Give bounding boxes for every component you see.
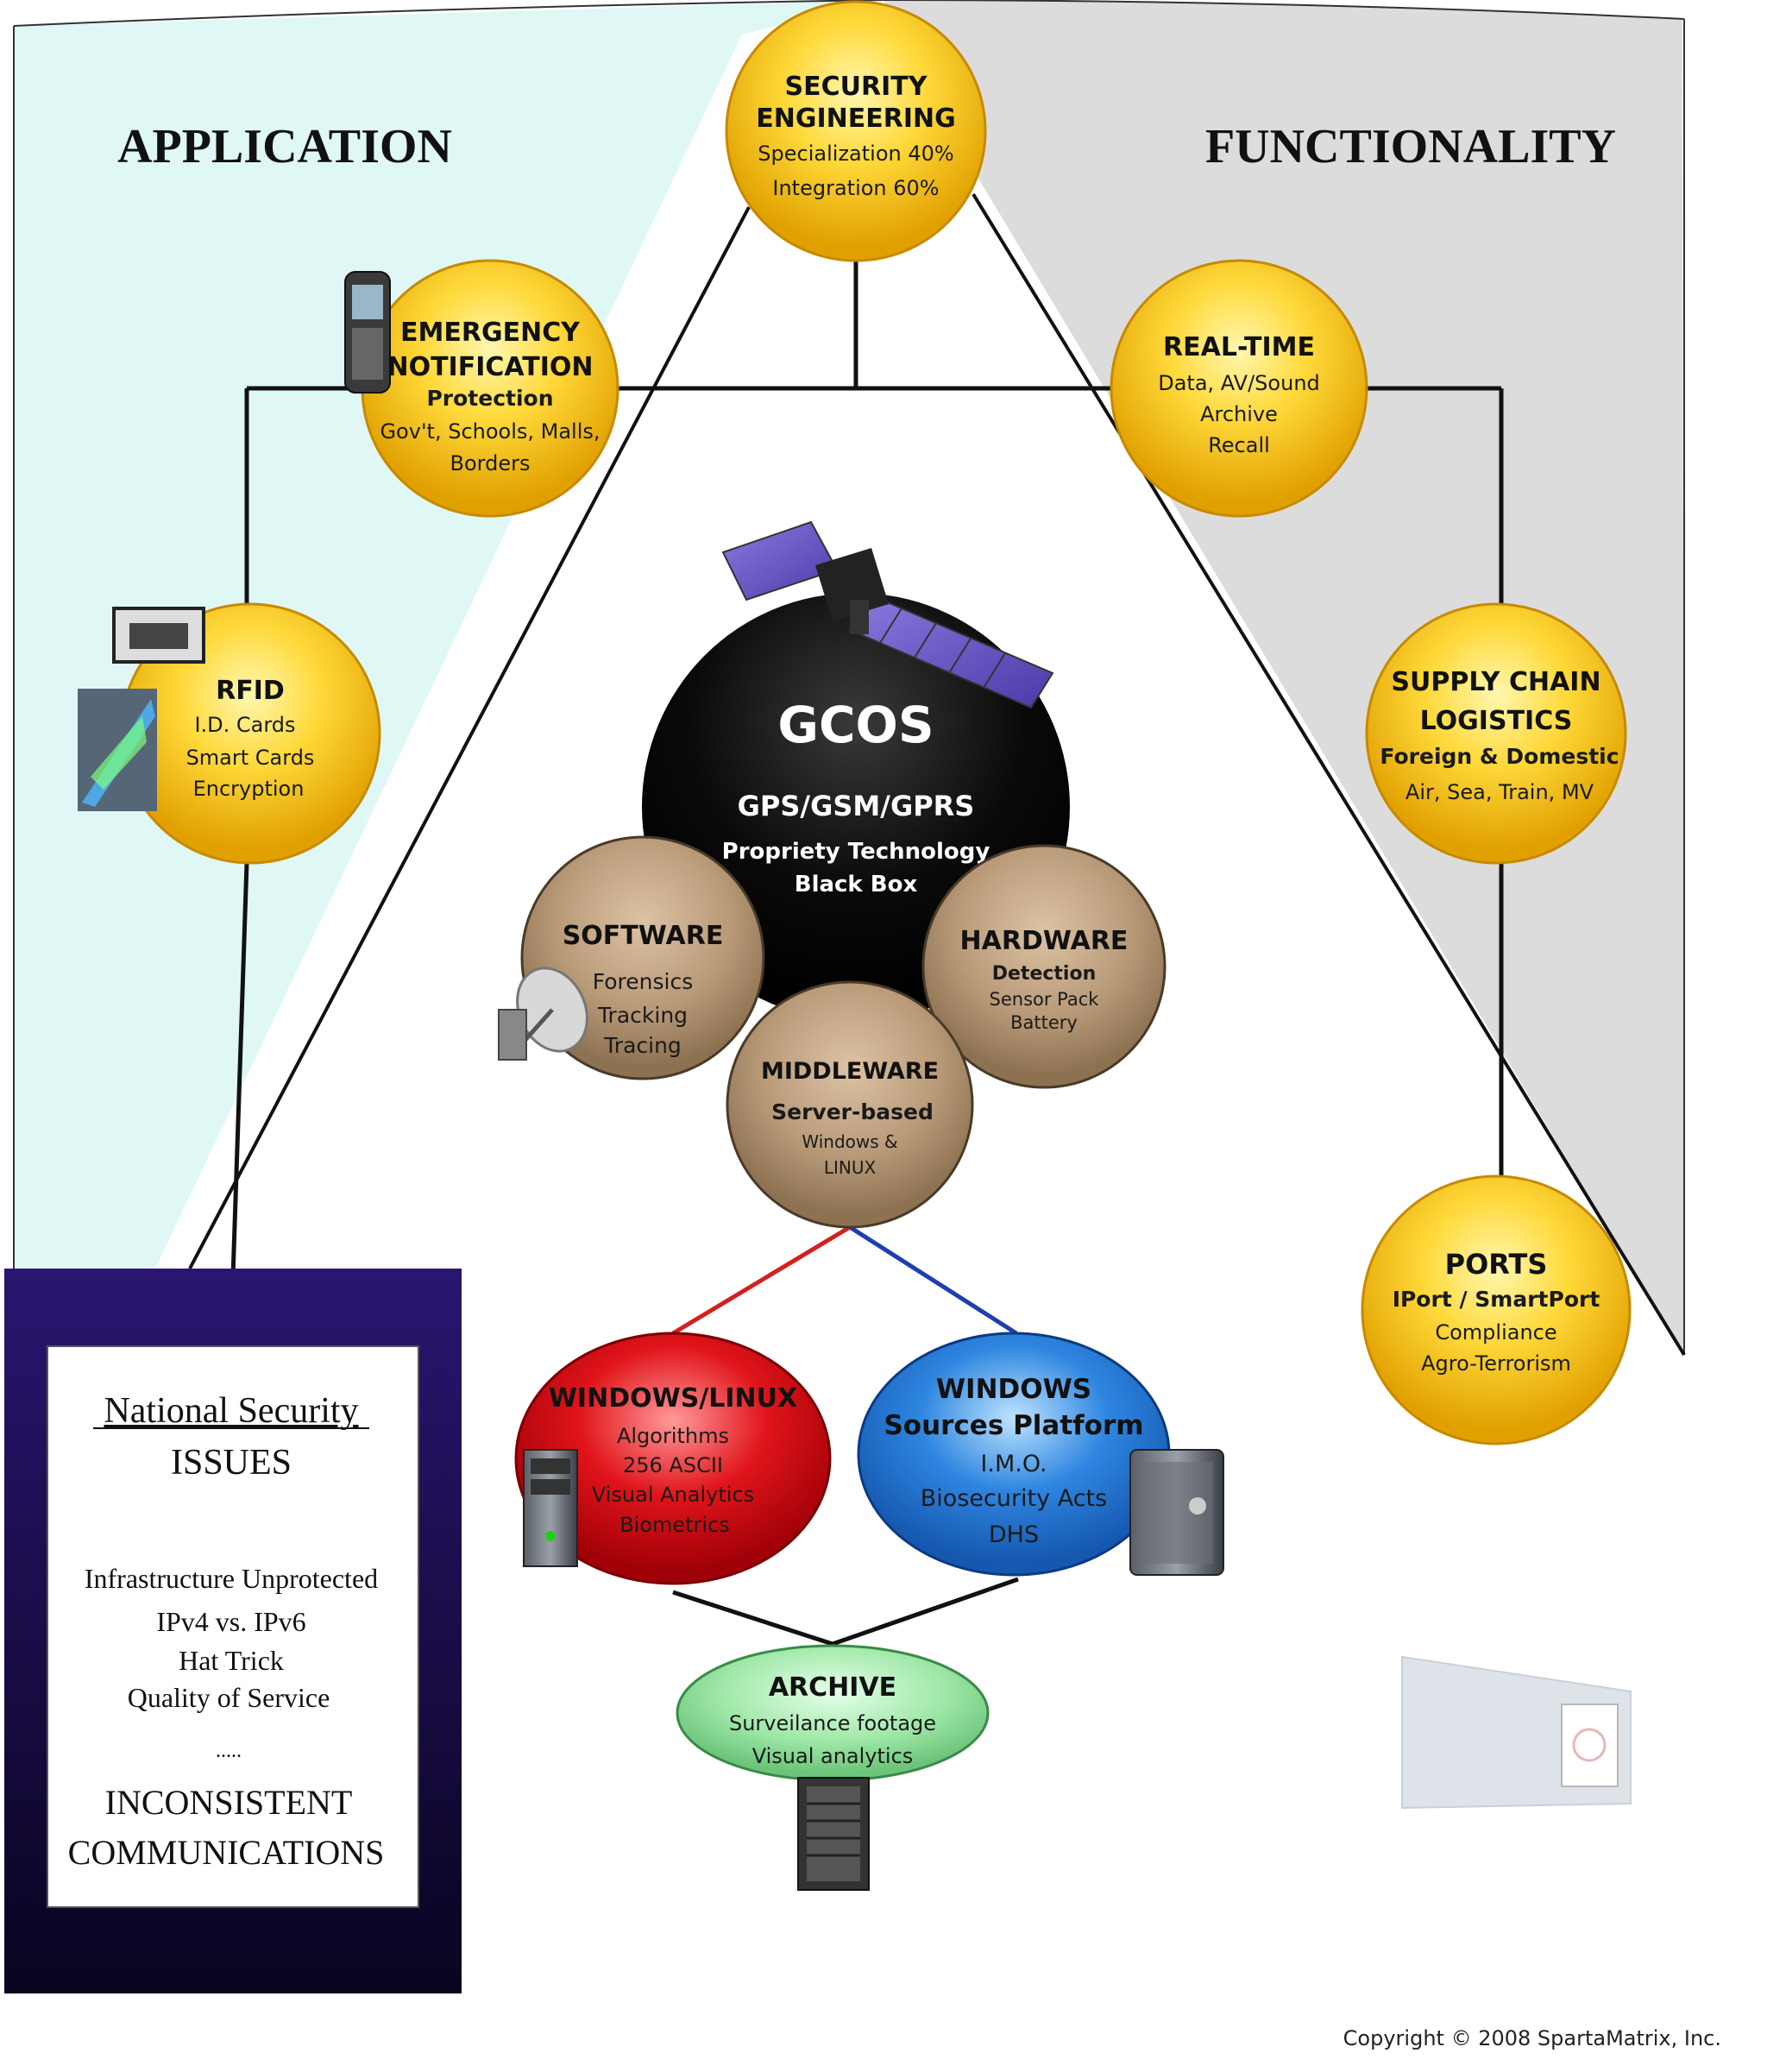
node-title: PORTS [1445, 1248, 1548, 1281]
desktop-tower-icon [523, 1449, 578, 1567]
blue-connector [848, 1225, 1018, 1336]
application-heading: APPLICATION [117, 120, 452, 173]
node-line: Gov't, Schools, Malls, [380, 419, 600, 444]
node-line: DHS [989, 1521, 1039, 1548]
node-line: Biometrics [619, 1513, 730, 1537]
node-line: Tracing [603, 1033, 682, 1058]
issues-subheading: ISSUES [171, 1443, 292, 1483]
node-line: Tracking [597, 1003, 688, 1028]
node-line: Windows & [802, 1131, 897, 1152]
node-title: NOTIFICATION [387, 352, 593, 382]
gcos-line: Black Box [795, 872, 918, 897]
issues-heading: National Security [104, 1391, 358, 1431]
copyright-notice: Copyright © 2008 SpartaMatrix, Inc. [1343, 2026, 1721, 2050]
node-line: 256 ASCII [623, 1453, 723, 1477]
node-title: Sources Platform [884, 1410, 1143, 1441]
node-title: ARCHIVE [769, 1672, 896, 1703]
node-line: Compliance [1435, 1320, 1556, 1345]
node-line: Specialization 40% [758, 142, 953, 166]
issues-footer: INCONSISTENT [105, 1783, 353, 1822]
node-line: Battery [1010, 1012, 1078, 1033]
node-title: SECURITY [785, 72, 928, 102]
node-sub: IPort / SmartPort [1393, 1287, 1600, 1312]
node-sub: Foreign & Domestic [1380, 744, 1619, 769]
node-ports: PORTS IPort / SmartPort Compliance Agro-… [1361, 1175, 1632, 1445]
node-line: I.M.O. [980, 1451, 1047, 1477]
node-line: Visual analytics [752, 1744, 914, 1768]
issues-item: Hat Trick [179, 1645, 284, 1676]
gcos-line: Propriety Technology [722, 839, 990, 865]
issues-item: Quality of Service [128, 1682, 330, 1713]
node-emergency-notification: EMERGENCY NOTIFICATION Protection Gov't,… [361, 259, 619, 518]
node-title: WINDOWS [936, 1374, 1091, 1405]
node-sub: Protection [426, 386, 553, 411]
hologram-card-icon [78, 689, 157, 811]
node-hardware: HARDWARE Detection Sensor Pack Battery [921, 844, 1166, 1089]
node-line: Recall [1208, 433, 1270, 457]
node-windows-linux: WINDOWS/LINUX Algorithms 256 ASCII Visua… [514, 1332, 832, 1585]
functionality-region [884, 0, 1684, 1355]
satellite-icon [721, 520, 1054, 709]
node-title: SOFTWARE [563, 921, 724, 951]
node-sub: Server-based [771, 1099, 934, 1124]
smart-card-icon [112, 607, 205, 664]
issues-item: Infrastructure Unprotected [85, 1563, 378, 1594]
node-line: Archive [1200, 402, 1278, 426]
gcos-sub: GPS/GSM/GPRS [738, 790, 975, 822]
issues-panel: National Security ISSUES Infrastructure … [4, 1269, 462, 1993]
node-title: MIDDLEWARE [761, 1058, 939, 1085]
node-archive: ARCHIVE Surveilance footage Visual analy… [676, 1644, 990, 1782]
node-middleware: MIDDLEWARE Server-based Windows & LINUX [726, 980, 974, 1229]
node-line: Borders [450, 451, 531, 475]
node-windows-sources: WINDOWS Sources Platform I.M.O. Biosecur… [857, 1332, 1171, 1577]
issues-ellipsis: ..... [216, 1740, 242, 1762]
node-security-engineering: SECURITY ENGINEERING Specialization 40% … [725, 0, 987, 262]
node-line: Encryption [193, 777, 305, 801]
node-title: EMERGENCY [400, 318, 581, 348]
node-sub: Detection [992, 963, 1097, 985]
node-line: I.D. Cards [194, 713, 295, 737]
node-real-time: REAL-TIME Data, AV/Sound Archive Recall [1110, 259, 1368, 518]
node-rfid: RFID I.D. Cards Smart Cards Encryption [119, 602, 381, 865]
node-title: REAL-TIME [1163, 332, 1315, 362]
node-line: Smart Cards [186, 746, 315, 770]
node-line: Air, Sea, Train, MV [1405, 780, 1594, 804]
node-title: LOGISTICS [1420, 706, 1573, 736]
node-line: Visual Analytics [592, 1483, 754, 1507]
node-title: HARDWARE [960, 926, 1129, 956]
node-line: Agro-Terrorism [1421, 1351, 1571, 1376]
satellite-dish-icon [498, 967, 588, 1061]
node-title: RFID [216, 676, 285, 706]
node-line: LINUX [824, 1157, 877, 1178]
red-connector [671, 1225, 852, 1336]
node-line: Forensics [593, 969, 693, 994]
issues-item: IPv4 vs. IPv6 [156, 1606, 305, 1637]
mobile-phone-icon [344, 271, 391, 394]
node-line: Surveilance footage [729, 1711, 936, 1735]
node-line: Data, AV/Sound [1158, 371, 1320, 395]
triangle-left-edge [188, 206, 751, 1269]
node-line: Integration 60% [772, 176, 939, 200]
node-title: WINDOWS/LINUX [549, 1383, 797, 1414]
mac-pro-icon [1129, 1449, 1224, 1576]
gcos-title: GCOS [777, 696, 934, 754]
node-line: Sensor Pack [990, 989, 1100, 1010]
functionality-heading: FUNCTIONALITY [1205, 120, 1616, 173]
node-title: ENGINEERING [756, 104, 955, 134]
node-line: Algorithms [617, 1424, 729, 1448]
application-region [14, 0, 884, 1269]
shipping-container-icon [1401, 1655, 1632, 1810]
issues-footer: COMMUNICATIONS [68, 1833, 385, 1872]
node-line: Biosecurity Acts [921, 1485, 1107, 1512]
node-title: SUPPLY CHAIN [1391, 667, 1600, 697]
node-supply-chain: SUPPLY CHAIN LOGISTICS Foreign & Domesti… [1365, 602, 1627, 865]
server-rack-icon [797, 1777, 870, 1891]
